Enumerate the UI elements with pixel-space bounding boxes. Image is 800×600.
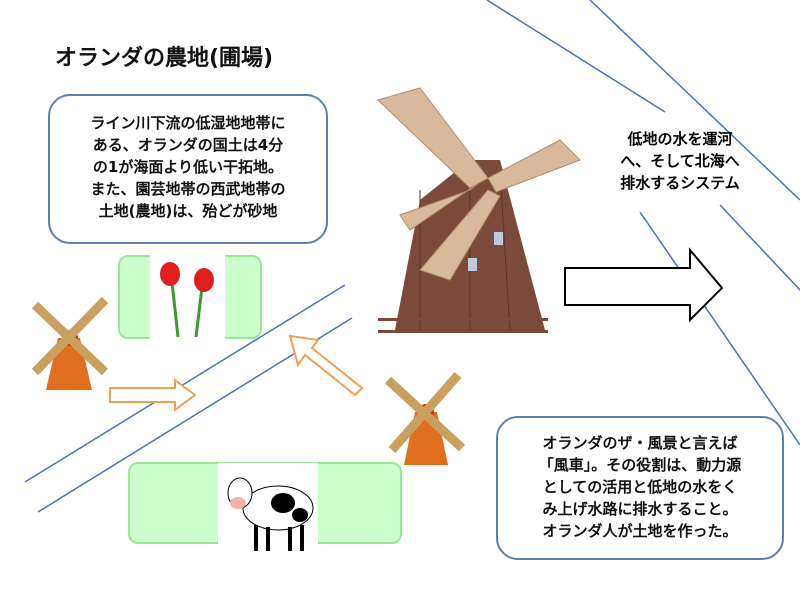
large-right-arrow-icon <box>564 247 724 323</box>
canal-line <box>639 211 800 446</box>
canal-line <box>719 204 800 291</box>
cow-icon <box>218 463 318 558</box>
callout-line: の1が海面より低い干拓地。 <box>92 158 284 176</box>
callout-line: み上げ水路に排水すること。 <box>542 500 738 518</box>
note-line: へ、そして北海へ <box>620 152 740 170</box>
drainage-note: 低地の水を運河 へ、そして北海へ 排水するシステム <box>590 128 770 194</box>
callout-line: ライン川下流の低湿地地帯に <box>90 114 286 132</box>
callout-line: また、園芸地帯の西武地帯の <box>90 180 286 198</box>
windmill-role-callout: オランダのザ・風景と言えば 「風車」。その役割は、動力源 としての活用と低地の水… <box>496 416 784 560</box>
page-title: オランダの農地(圃場) <box>55 46 274 71</box>
small-windmill-icon <box>31 296 109 390</box>
canal-line <box>486 0 666 113</box>
large-windmill-icon <box>377 87 581 333</box>
waterway-line <box>24 284 346 483</box>
callout-line: としての活用と低地の水をく <box>542 478 738 496</box>
callout-line: ある、オランダの国土は4分 <box>92 136 284 154</box>
callout-line: オランダ人が土地を作った。 <box>542 522 738 540</box>
callout-line: オランダのザ・風景と言えば <box>542 434 738 452</box>
tulip-icon <box>150 252 225 342</box>
callout-line: 土地(農地)は、殆どが砂地 <box>98 202 278 220</box>
netherlands-land-callout: ライン川下流の低湿地地帯に ある、オランダの国土は4分 の1が海面より低い干拓地… <box>48 94 328 244</box>
right-arrow-icon <box>109 378 197 412</box>
small-windmill-icon <box>384 372 466 465</box>
callout-line: 「風車」。その役割は、動力源 <box>538 456 742 474</box>
up-left-arrow-icon <box>288 334 364 397</box>
note-line: 排水するシステム <box>620 174 740 192</box>
note-line: 低地の水を運河 <box>627 130 733 148</box>
canal-line <box>589 0 800 201</box>
